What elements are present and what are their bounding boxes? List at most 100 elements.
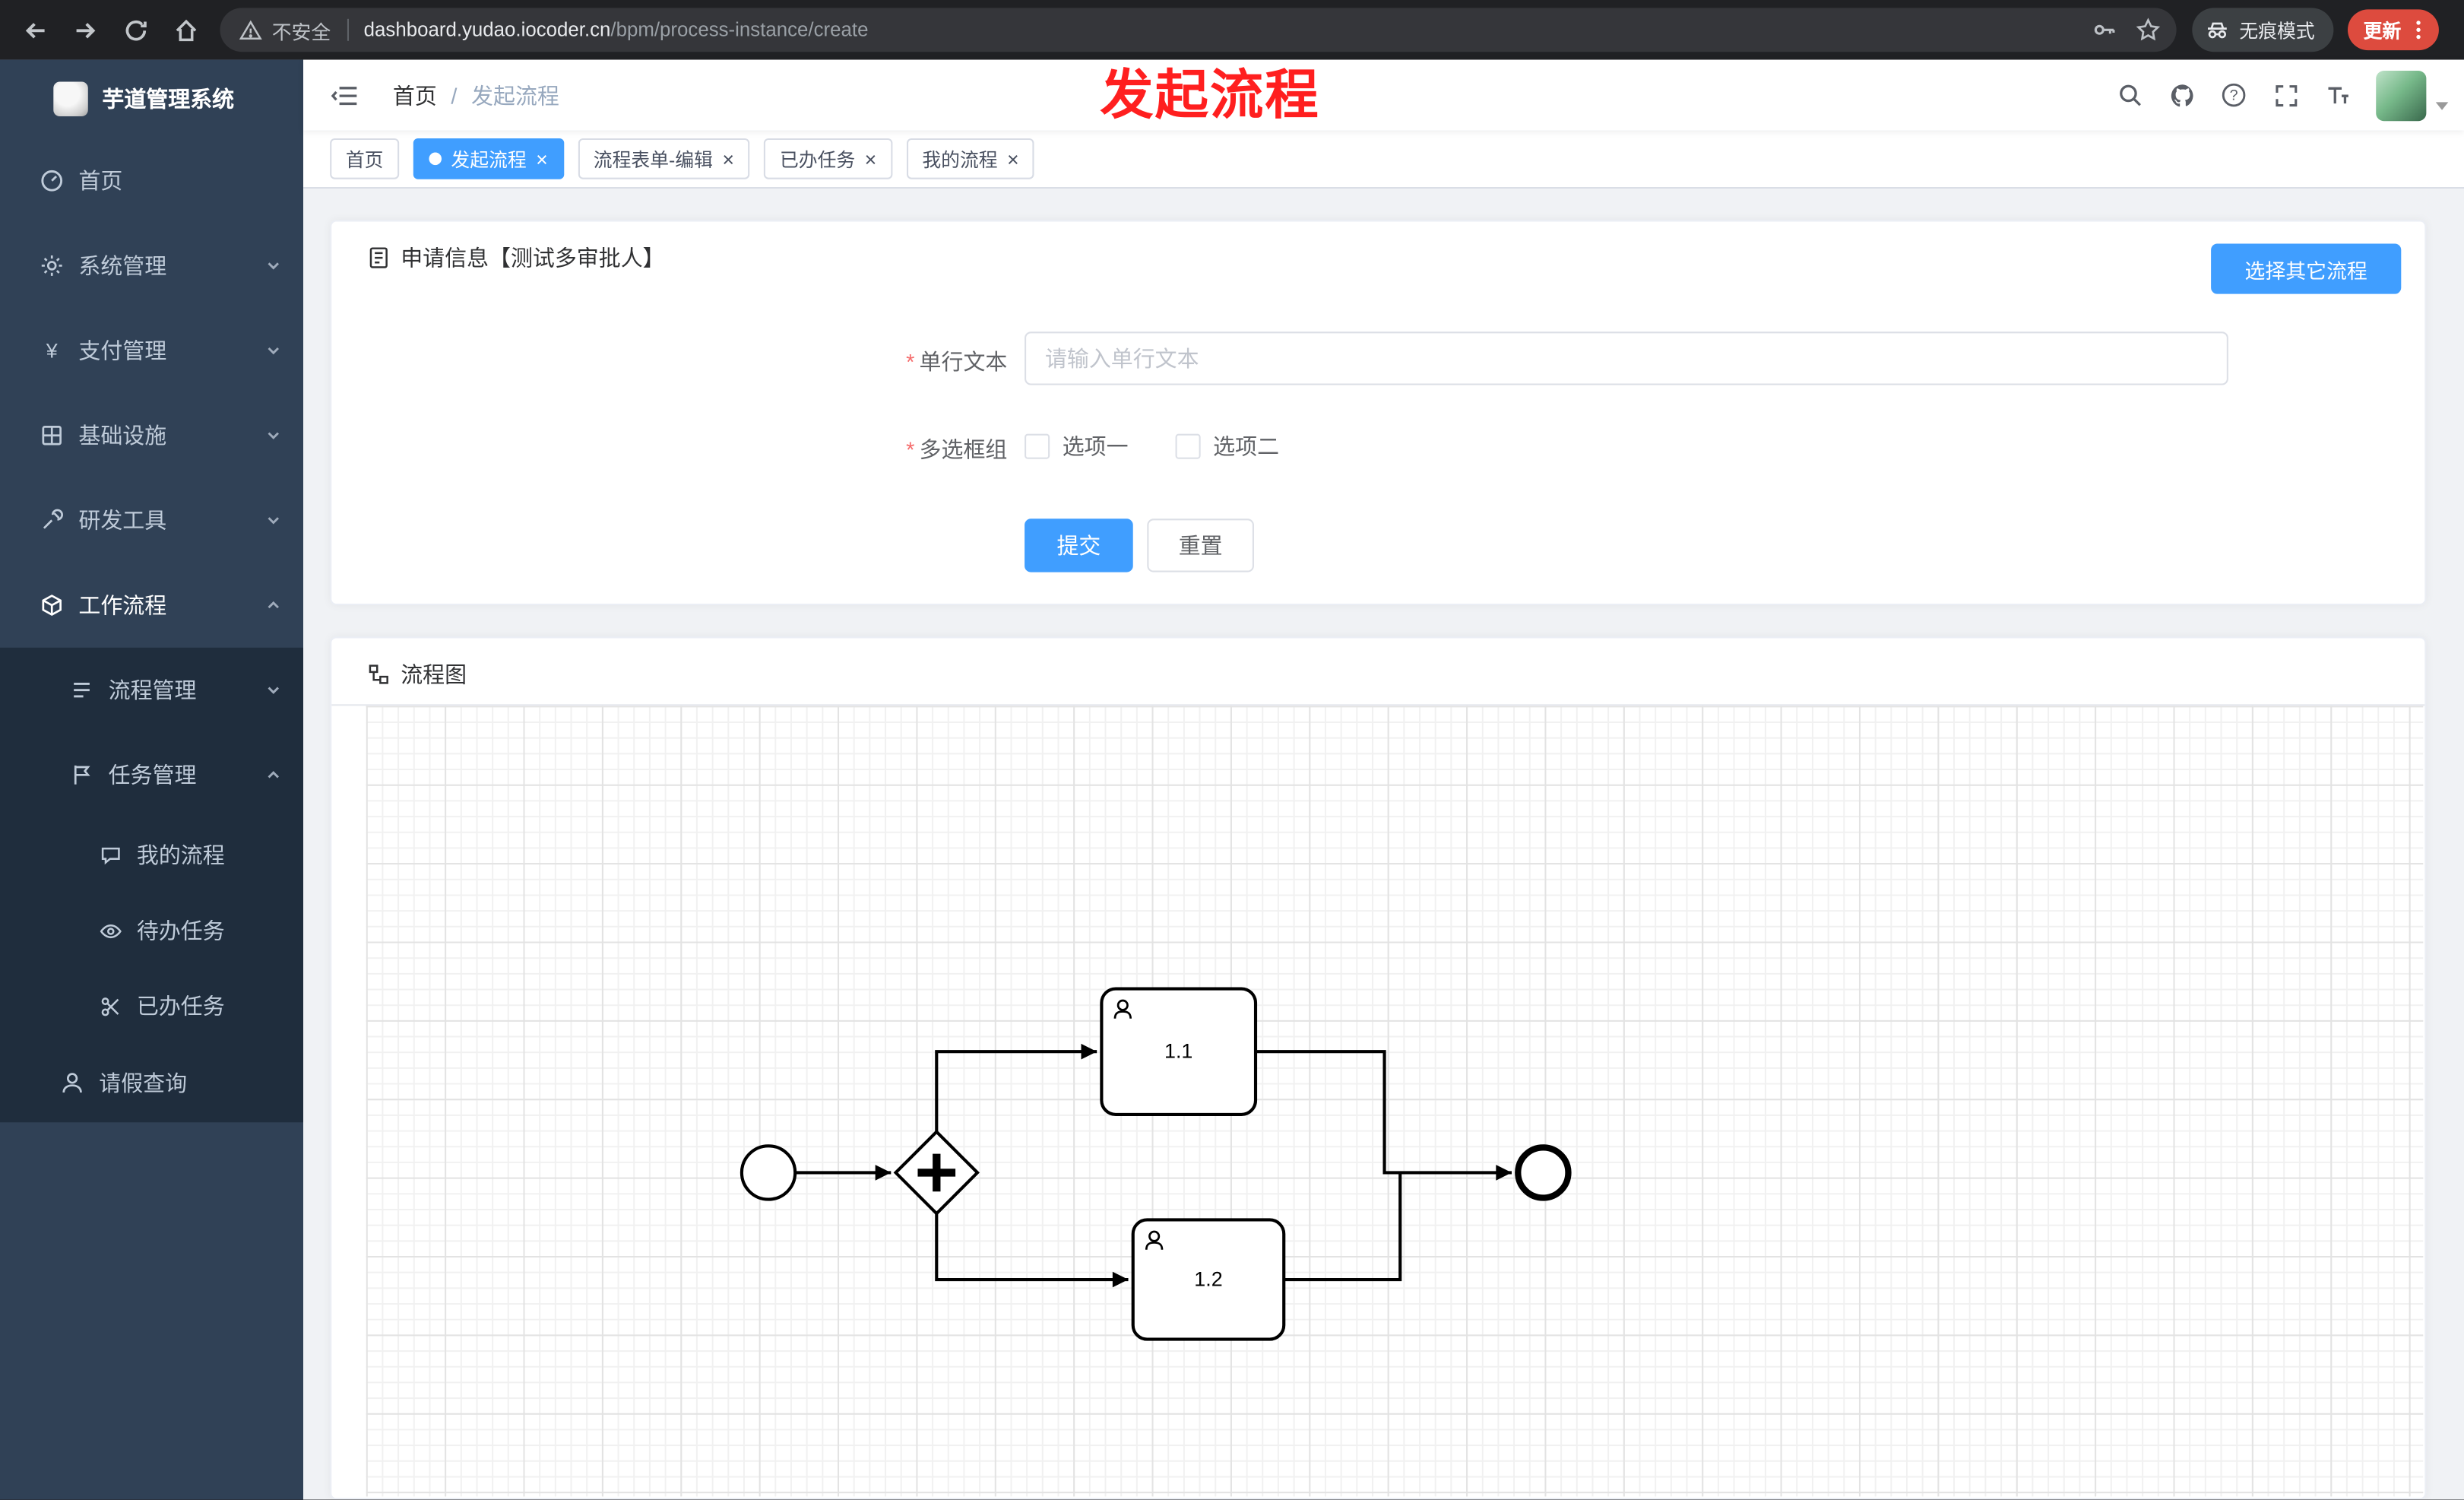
tabs-bar: 首页 发起流程 × 流程表单-编辑 × 已办任务 × 我的流程 × xyxy=(303,130,2464,189)
logo-avatar xyxy=(53,81,88,117)
submit-button[interactable]: 提交 xyxy=(1025,518,1133,572)
gear-icon xyxy=(40,253,65,278)
workflow-submenu: 流程管理 任务管理 我的流程 xyxy=(0,647,304,1123)
bpmn-end-event[interactable] xyxy=(1515,1144,1572,1201)
sidebar: 芋道管理系统 首页 系统管理 ¥ 支付管理 xyxy=(0,59,304,1500)
checkbox-option-2[interactable] xyxy=(1175,433,1201,459)
update-button[interactable]: 更新 xyxy=(2347,9,2439,51)
bpmn-flow-gateway-task1[interactable] xyxy=(935,1043,1097,1132)
bpmn-flow-task2-merge[interactable] xyxy=(1284,1172,1402,1282)
document-icon xyxy=(366,246,391,271)
sidebar-item-process-manage[interactable]: 流程管理 xyxy=(0,648,303,733)
field-label-checkbox: *多选框组 xyxy=(906,436,1008,462)
yen-icon: ¥ xyxy=(40,338,65,363)
tab-initiate-process[interactable]: 发起流程 × xyxy=(413,138,564,179)
update-label: 更新 xyxy=(2363,19,2402,42)
search-icon[interactable] xyxy=(2105,60,2156,131)
bpmn-diagram: 1.1 1.2 xyxy=(740,987,1572,1341)
warning-icon xyxy=(239,18,262,42)
checkbox-group: 选项一 选项二 xyxy=(1025,424,1279,468)
required-mark: * xyxy=(906,436,915,462)
svg-text:?: ? xyxy=(2230,87,2238,104)
svg-text:¥: ¥ xyxy=(46,339,58,362)
sidebar-item-my-process[interactable]: 我的流程 xyxy=(0,817,303,893)
tab-close-icon[interactable]: × xyxy=(722,147,735,171)
checkbox-label-1[interactable]: 选项一 xyxy=(1062,433,1129,459)
url-host: dashboard.yudao.iocoder.cn xyxy=(363,18,611,41)
sidebar-item-home[interactable]: 首页 xyxy=(0,138,303,224)
sidebar-item-workflow[interactable]: 工作流程 xyxy=(0,563,303,648)
annotation-text: 发起流程 xyxy=(1100,65,1320,126)
sidebar-item-done-tasks[interactable]: 已办任务 xyxy=(0,969,303,1044)
checkbox-label-2[interactable]: 选项二 xyxy=(1213,433,1280,459)
bpmn-flow-task1-end[interactable] xyxy=(1256,1050,1512,1181)
browser-chrome: 不安全 dashboard.yudao.iocoder.cn/bpm/proce… xyxy=(0,0,2464,60)
workflow-icon xyxy=(40,592,65,617)
fullscreen-icon[interactable] xyxy=(2260,60,2311,131)
github-icon[interactable] xyxy=(2156,60,2208,131)
app-title: 芋道管理系统 xyxy=(102,86,235,112)
tab-home[interactable]: 首页 xyxy=(330,138,400,179)
incognito-badge: 无痕模式 xyxy=(2192,8,2334,52)
tab-close-icon[interactable]: × xyxy=(1007,147,1019,171)
select-other-process-button[interactable]: 选择其它流程 xyxy=(2211,243,2402,294)
scissors-icon xyxy=(99,994,122,1018)
tab-process-form-edit[interactable]: 流程表单-编辑 × xyxy=(578,138,750,179)
chat-bubble-icon xyxy=(99,843,122,867)
chevron-up-icon xyxy=(265,767,281,783)
checkbox-option-1[interactable] xyxy=(1025,433,1050,459)
bpmn-flow-gateway-task2[interactable] xyxy=(935,1213,1129,1288)
more-vert-icon[interactable] xyxy=(2408,17,2430,43)
app-header: 首页 / 发起流程 ? xyxy=(303,59,2464,131)
user-avatar[interactable] xyxy=(2376,70,2427,121)
tab-close-icon[interactable]: × xyxy=(864,147,877,171)
person-icon xyxy=(60,1070,85,1096)
tab-my-process[interactable]: 我的流程 × xyxy=(906,138,1035,179)
tab-close-icon[interactable]: × xyxy=(536,147,548,171)
back-icon[interactable] xyxy=(13,8,57,52)
reload-icon[interactable] xyxy=(113,8,157,52)
active-tab-dot xyxy=(429,152,442,166)
key-icon[interactable] xyxy=(2092,17,2117,43)
menu-fold-icon[interactable] xyxy=(330,80,361,111)
sidebar-item-leave-query[interactable]: 请假查询 xyxy=(0,1044,303,1122)
help-icon[interactable]: ? xyxy=(2208,60,2260,131)
bpmn-start-event[interactable] xyxy=(740,1144,797,1201)
eye-icon xyxy=(99,919,122,943)
flowchart-icon xyxy=(366,661,391,687)
chevron-down-icon xyxy=(265,343,281,359)
bpmn-user-task-1[interactable]: 1.1 xyxy=(1100,987,1258,1116)
bookmark-star-icon[interactable] xyxy=(2136,17,2161,43)
sidebar-item-todo-tasks[interactable]: 待办任务 xyxy=(0,893,303,968)
main-content: 申请信息【测试多审批人】 选择其它流程 *单行文本 *多选框组 选项一 选项二 … xyxy=(303,189,2464,1500)
bpmn-user-task-2[interactable]: 1.2 xyxy=(1131,1218,1286,1341)
home-icon[interactable] xyxy=(163,8,207,52)
incognito-label: 无痕模式 xyxy=(2239,19,2315,42)
app-logo[interactable]: 芋道管理系统 xyxy=(0,60,303,138)
sidebar-item-payment[interactable]: ¥ 支付管理 xyxy=(0,308,303,393)
tools-icon xyxy=(40,508,65,533)
avatar-caret-icon[interactable] xyxy=(2435,102,2449,110)
sidebar-item-system[interactable]: 系统管理 xyxy=(0,224,303,309)
sidebar-item-infra[interactable]: 基础设施 xyxy=(0,393,303,478)
omnibox-divider xyxy=(346,18,349,41)
sidebar-item-task-manage[interactable]: 任务管理 xyxy=(0,733,303,818)
single-line-text-input[interactable] xyxy=(1025,331,2228,385)
incognito-icon xyxy=(2205,17,2230,43)
reset-button[interactable]: 重置 xyxy=(1147,518,1254,572)
bpmn-canvas[interactable]: 1.1 1.2 xyxy=(366,706,2424,1497)
security-label: 不安全 xyxy=(271,21,331,43)
font-size-icon[interactable] xyxy=(2311,60,2363,131)
card-divider xyxy=(331,704,2425,706)
bpmn-task-label: 1.1 xyxy=(1164,1039,1192,1062)
tab-done-tasks[interactable]: 已办任务 × xyxy=(764,138,893,179)
forward-icon[interactable] xyxy=(63,8,107,52)
breadcrumb: 首页 / 发起流程 xyxy=(393,60,559,131)
breadcrumb-home[interactable]: 首页 xyxy=(392,82,437,108)
address-bar[interactable]: 不安全 dashboard.yudao.iocoder.cn/bpm/proce… xyxy=(220,8,2177,52)
bpmn-parallel-gateway[interactable] xyxy=(893,1129,980,1216)
chevron-down-icon xyxy=(265,682,281,698)
chevron-down-icon xyxy=(265,258,281,274)
sidebar-item-devtools[interactable]: 研发工具 xyxy=(0,478,303,563)
